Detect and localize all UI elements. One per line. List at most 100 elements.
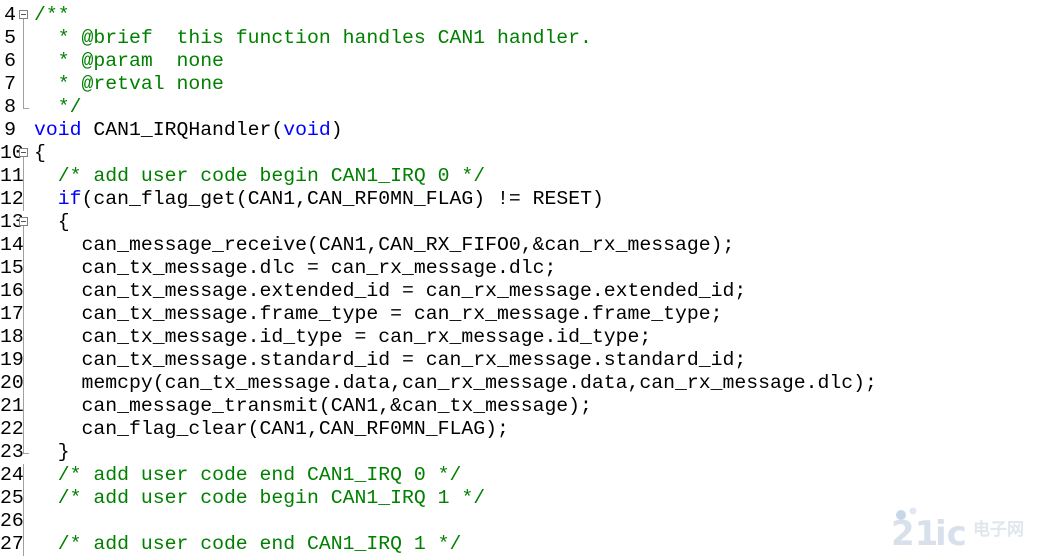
code-line[interactable]: 26 bbox=[0, 510, 1045, 533]
line-number: 6 bbox=[4, 50, 16, 72]
code-line[interactable]: 11 /* add user code begin CAN1_IRQ 0 */ bbox=[0, 165, 1045, 188]
code-token: can_tx_message.standard_id = can_rx_mess… bbox=[34, 349, 747, 371]
code-line[interactable]: 24 /* add user code end CAN1_IRQ 0 */ bbox=[0, 464, 1045, 487]
line-number: 4 bbox=[4, 4, 16, 26]
code-token bbox=[34, 464, 58, 486]
fold-guide bbox=[18, 257, 31, 280]
line-number: 23 bbox=[0, 441, 24, 463]
line-number: 27 bbox=[0, 533, 24, 555]
line-number: 20 bbox=[0, 372, 24, 394]
code-line[interactable]: 12 if(can_flag_get(CAN1,CAN_RF0MN_FLAG) … bbox=[0, 188, 1045, 211]
code-text: { bbox=[34, 142, 46, 165]
code-line[interactable]: 18 can_tx_message.id_type = can_rx_messa… bbox=[0, 326, 1045, 349]
line-number: 13 bbox=[0, 211, 24, 233]
code-line[interactable]: 7 * @retval none bbox=[0, 73, 1045, 96]
fold-margin bbox=[18, 119, 31, 142]
fold-end-marker bbox=[18, 96, 31, 119]
code-line[interactable]: 15 can_tx_message.dlc = can_rx_message.d… bbox=[0, 257, 1045, 280]
code-line[interactable]: 19 can_tx_message.standard_id = can_rx_m… bbox=[0, 349, 1045, 372]
code-line[interactable]: 5 * @brief this function handles CAN1 ha… bbox=[0, 27, 1045, 50]
fold-guide bbox=[18, 280, 31, 303]
comment-token: * @param none bbox=[34, 50, 224, 72]
code-line[interactable]: 10{ bbox=[0, 142, 1045, 165]
code-text: can_tx_message.id_type = can_rx_message.… bbox=[34, 326, 651, 349]
fold-guide bbox=[18, 464, 31, 487]
code-token: can_message_transmit(CAN1,&can_tx_messag… bbox=[34, 395, 592, 417]
fold-end-marker bbox=[18, 441, 31, 464]
code-line[interactable]: 20 memcpy(can_tx_message.data,can_rx_mes… bbox=[0, 372, 1045, 395]
code-text: can_tx_message.standard_id = can_rx_mess… bbox=[34, 349, 746, 372]
code-token: can_tx_message.extended_id = can_rx_mess… bbox=[34, 280, 747, 302]
comment-token: /* add user code begin CAN1_IRQ 0 */ bbox=[57, 165, 486, 187]
line-number: 8 bbox=[4, 96, 16, 118]
fold-guide bbox=[18, 395, 31, 418]
line-number: 11 bbox=[0, 165, 24, 187]
code-line[interactable]: 25 /* add user code begin CAN1_IRQ 1 */ bbox=[0, 487, 1045, 510]
comment-token: /** bbox=[34, 4, 70, 26]
code-token bbox=[34, 533, 58, 555]
line-number: 5 bbox=[4, 27, 16, 49]
code-line[interactable]: 4 /** bbox=[0, 4, 1045, 27]
code-text: void CAN1_IRQHandler(void) bbox=[34, 119, 343, 142]
comment-token: * @brief this function handles CAN1 hand… bbox=[34, 27, 592, 49]
code-token: can_tx_message.frame_type = can_rx_messa… bbox=[34, 303, 723, 325]
code-token: can_message_receive(CAN1,CAN_RX_FIFO0,&c… bbox=[34, 234, 735, 256]
fold-guide bbox=[18, 326, 31, 349]
line-number: 18 bbox=[0, 326, 24, 348]
fold-collapse-icon[interactable] bbox=[18, 142, 31, 165]
line-number: 22 bbox=[0, 418, 24, 440]
code-text: can_flag_clear(CAN1,CAN_RF0MN_FLAG); bbox=[34, 418, 508, 441]
code-text: /* add user code begin CAN1_IRQ 0 */ bbox=[34, 165, 485, 188]
code-token: ) bbox=[330, 119, 343, 141]
fold-collapse-icon[interactable] bbox=[18, 211, 31, 234]
code-line[interactable]: 16 can_tx_message.extended_id = can_rx_m… bbox=[0, 280, 1045, 303]
code-editor[interactable]: 4/**5 * @brief this function handles CAN… bbox=[0, 4, 1045, 556]
line-number: 26 bbox=[0, 510, 24, 532]
fold-guide bbox=[18, 27, 31, 50]
code-token: memcpy(can_tx_message.data,can_rx_messag… bbox=[34, 372, 877, 394]
keyword-token: void bbox=[34, 119, 82, 141]
code-line[interactable]: 23 } bbox=[0, 441, 1045, 464]
keyword-token: if bbox=[57, 188, 82, 210]
code-line[interactable]: 13 { bbox=[0, 211, 1045, 234]
code-token: (can_flag_get(CAN1,CAN_RF0MN_FLAG) != RE… bbox=[81, 188, 604, 210]
code-token bbox=[34, 487, 58, 509]
code-line[interactable]: 8 */ bbox=[0, 96, 1045, 119]
code-text: memcpy(can_tx_message.data,can_rx_messag… bbox=[34, 372, 877, 395]
code-line[interactable]: 22 can_flag_clear(CAN1,CAN_RF0MN_FLAG); bbox=[0, 418, 1045, 441]
fold-guide bbox=[18, 510, 31, 533]
code-token: can_tx_message.dlc = can_rx_message.dlc; bbox=[34, 257, 557, 279]
code-text: can_tx_message.frame_type = can_rx_messa… bbox=[34, 303, 723, 326]
code-line[interactable]: 17 can_tx_message.frame_type = can_rx_me… bbox=[0, 303, 1045, 326]
comment-token: */ bbox=[34, 96, 82, 118]
code-line[interactable]: 21 can_message_transmit(CAN1,&can_tx_mes… bbox=[0, 395, 1045, 418]
line-number: 14 bbox=[0, 234, 24, 256]
line-number: 9 bbox=[4, 119, 16, 141]
code-line[interactable]: 6 * @param none bbox=[0, 50, 1045, 73]
line-number: 19 bbox=[0, 349, 24, 371]
code-token: { bbox=[34, 142, 46, 164]
comment-token: * @retval none bbox=[34, 73, 224, 95]
code-token: CAN1_IRQHandler( bbox=[81, 119, 284, 141]
line-number: 21 bbox=[0, 395, 24, 417]
code-line[interactable]: 14 can_message_receive(CAN1,CAN_RX_FIFO0… bbox=[0, 234, 1045, 257]
code-text: /* add user code end CAN1_IRQ 1 */ bbox=[34, 533, 462, 556]
code-token: } bbox=[34, 441, 70, 463]
fold-collapse-icon[interactable] bbox=[18, 4, 31, 27]
code-text: /** bbox=[34, 4, 70, 27]
code-text: /* add user code begin CAN1_IRQ 1 */ bbox=[34, 487, 485, 510]
code-line[interactable]: 27 /* add user code end CAN1_IRQ 1 */ bbox=[0, 533, 1045, 556]
fold-guide bbox=[18, 303, 31, 326]
21ic-watermark-logo: 21 ic 电子网 bbox=[891, 507, 1024, 554]
fold-guide bbox=[18, 487, 31, 510]
comment-token: /* add user code begin CAN1_IRQ 1 */ bbox=[57, 487, 486, 509]
code-token: { bbox=[34, 211, 70, 233]
code-line[interactable]: 9 void CAN1_IRQHandler(void) bbox=[0, 119, 1045, 142]
fold-guide bbox=[18, 533, 31, 556]
code-text: * @brief this function handles CAN1 hand… bbox=[34, 27, 592, 50]
fold-guide bbox=[18, 349, 31, 372]
fold-guide bbox=[18, 165, 31, 188]
code-token bbox=[34, 188, 58, 210]
fold-guide bbox=[18, 188, 31, 211]
code-text: * @retval none bbox=[34, 73, 224, 96]
